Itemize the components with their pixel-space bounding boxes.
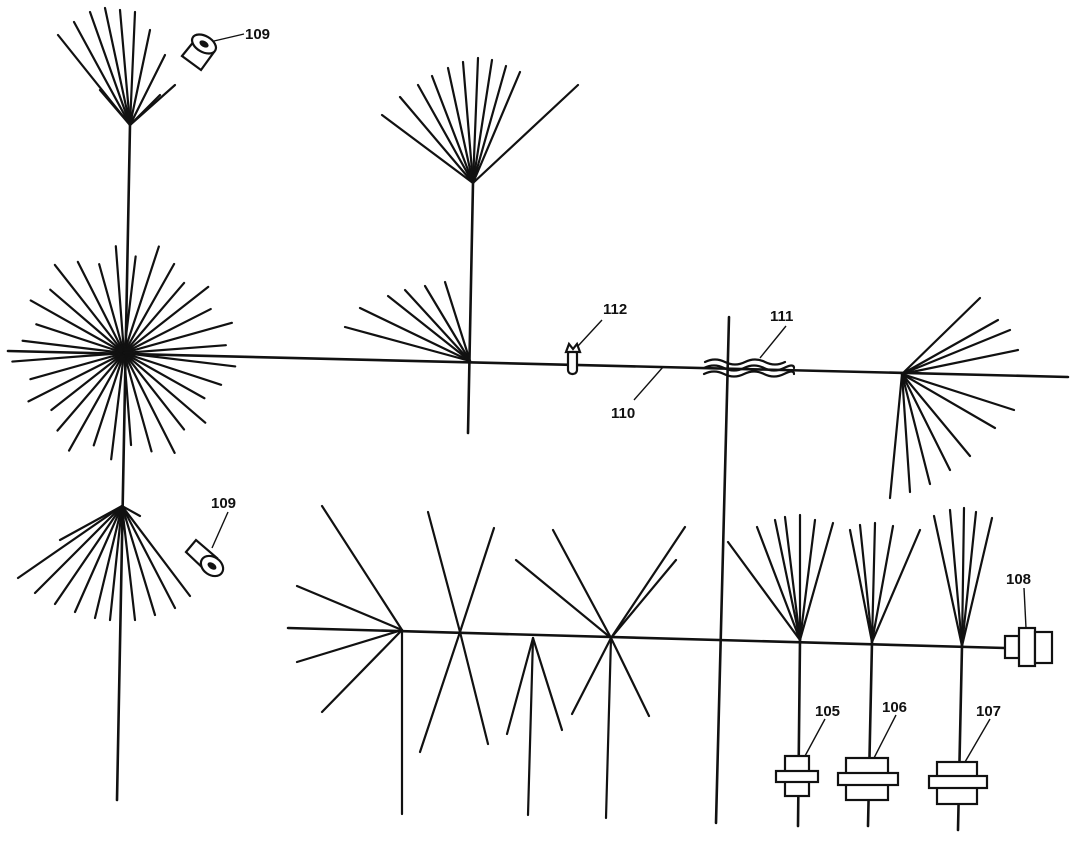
fan-term-106-strand xyxy=(860,525,872,642)
fan-lower-d-strand xyxy=(606,638,611,818)
terminal-large xyxy=(929,762,987,804)
center-stem-wire xyxy=(468,183,473,433)
fan-term-105-strand xyxy=(800,523,833,640)
leader-106 xyxy=(874,715,896,758)
label-110: 110 xyxy=(611,405,635,422)
fan-center-radial-strand xyxy=(55,265,124,353)
fan-right-strand xyxy=(902,330,1010,374)
fan-lower-d-strand xyxy=(553,530,611,638)
leader-109-lower xyxy=(212,512,228,548)
fan-splices xyxy=(12,8,1018,830)
label-112: 112 xyxy=(603,301,627,318)
fan-lower-b-strand xyxy=(420,632,460,752)
fan-lower-left-strand xyxy=(35,506,122,593)
fan-lower-d-strand xyxy=(611,638,649,716)
fan-lower-d-strand xyxy=(611,527,685,638)
leader-109-upper xyxy=(214,34,244,41)
fan-lower-d-strand xyxy=(611,560,676,638)
fan-right-strand xyxy=(890,374,902,498)
fan-term-107-strand xyxy=(934,516,962,646)
fan-lower-c-strand xyxy=(507,638,533,734)
label-109-upper: 109 xyxy=(245,26,270,43)
fan-top-center-strand xyxy=(473,85,578,183)
fan-term-106-strand xyxy=(850,530,872,642)
fan-center-radial-strand xyxy=(124,287,208,353)
fan-center-radial-strand xyxy=(57,353,124,431)
terminal-small xyxy=(776,756,818,796)
fan-center-radial-strand xyxy=(124,353,205,423)
fan-term-106-strand xyxy=(872,530,920,642)
fan-top-left-strand xyxy=(130,55,165,125)
fan-center-radial-strand xyxy=(111,353,124,459)
leader-111 xyxy=(760,326,786,358)
leader-110 xyxy=(634,367,663,400)
fan-center-lower-strand xyxy=(405,290,470,361)
solderless-connector xyxy=(566,344,580,374)
butt-connector xyxy=(1005,628,1052,666)
fan-lower-left-strand xyxy=(122,506,135,620)
fan-lower-d-strand xyxy=(572,638,611,714)
label-105: 105 xyxy=(815,703,840,720)
fan-right-strand xyxy=(902,350,1018,374)
fan-center-radial-strand xyxy=(124,353,184,429)
fan-lower-a-strand xyxy=(297,586,402,630)
label-111: 111 xyxy=(770,308,793,325)
leader-108 xyxy=(1024,588,1026,628)
leader-112 xyxy=(578,320,602,346)
fan-center-lower-strand xyxy=(445,282,470,361)
fan-center-radial-strand xyxy=(124,283,184,353)
fan-lower-b-strand xyxy=(428,512,460,632)
fan-lower-c-strand xyxy=(528,638,533,815)
fan-lower-a-strand xyxy=(322,506,402,630)
label-108: 108 xyxy=(1006,571,1031,588)
fan-lower-b-strand xyxy=(460,632,488,744)
fan-lower-b-strand xyxy=(460,528,494,632)
splice-nut-lower xyxy=(186,540,227,580)
splice-nut-upper xyxy=(182,31,219,70)
fan-top-center-strand xyxy=(400,97,473,183)
fan-lower-left-strand xyxy=(60,506,122,540)
fan-term-107-strand xyxy=(950,510,962,646)
fan-top-center-strand xyxy=(418,85,473,183)
fan-top-center-strand xyxy=(473,72,520,183)
leader-105 xyxy=(805,719,825,756)
fan-lower-d-strand xyxy=(516,560,611,638)
terminal-drop-wire xyxy=(798,640,800,826)
fan-center-radial-strand xyxy=(51,353,124,410)
terminal-medium xyxy=(838,758,898,800)
fan-term-107-strand xyxy=(962,518,992,646)
fan-lower-c-strand xyxy=(533,638,562,730)
fan-center-radial-strand xyxy=(50,290,124,353)
label-107: 107 xyxy=(976,703,1001,720)
left-vertical-wire xyxy=(117,125,130,800)
fan-lower-left-strand xyxy=(122,506,190,596)
fan-right-strand xyxy=(902,374,1014,410)
label-106: 106 xyxy=(882,699,907,716)
label-109-lower: 109 xyxy=(211,495,236,512)
leader-107 xyxy=(965,719,990,762)
fan-lower-left-strand xyxy=(55,506,122,604)
center-vertical-wire xyxy=(716,317,729,823)
fan-term-105-strand xyxy=(800,520,815,640)
